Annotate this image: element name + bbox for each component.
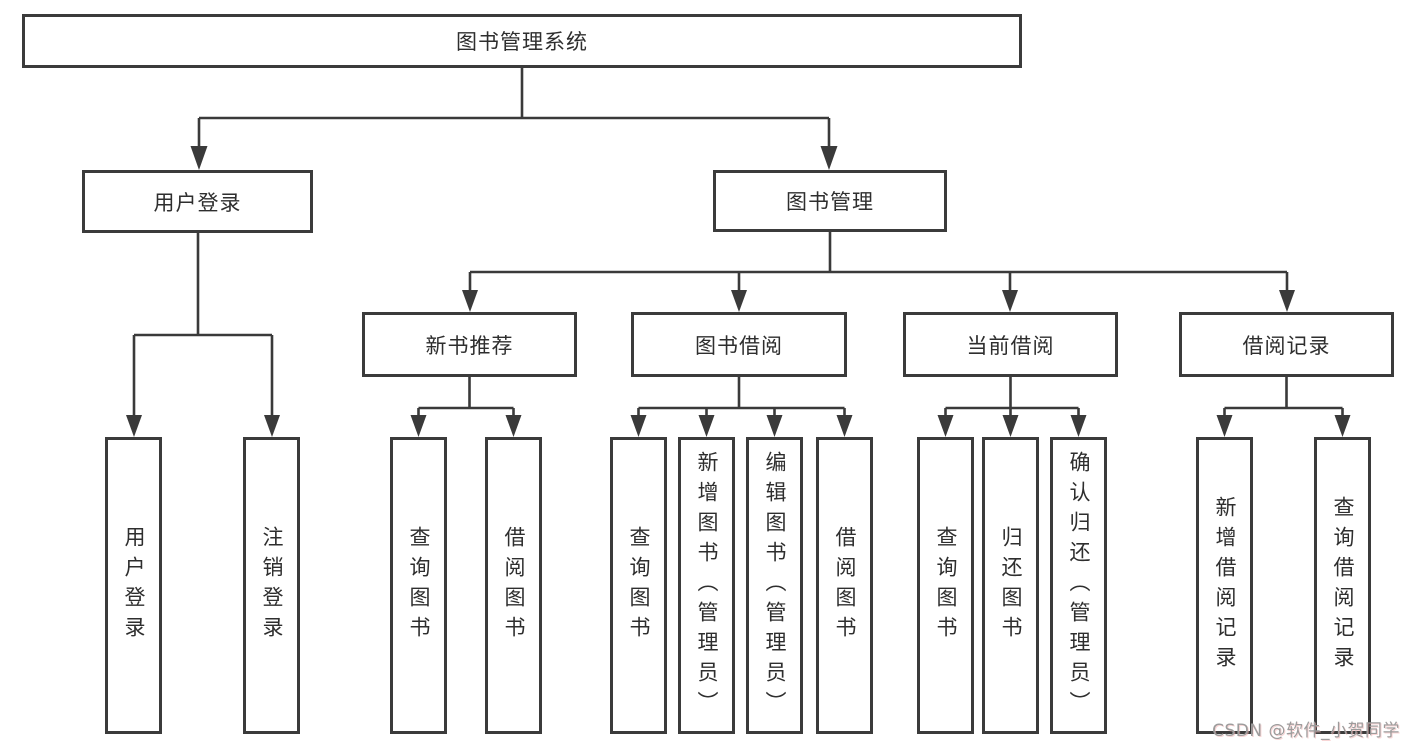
leaf-cb-confirm-return-admin-label: 确认归还（管理员）	[1067, 450, 1091, 721]
node-user-login-label: 用户登录	[153, 190, 242, 215]
leaf-bb-add-books-admin: 新增图书（管理员）	[678, 437, 735, 734]
leaf-bb-edit-books-admin: 编辑图书（管理员）	[746, 437, 803, 734]
leaf-nbr-borrow-books: 借阅图书	[485, 437, 542, 734]
leaf-cb-confirm-return-admin: 确认归还（管理员）	[1050, 437, 1107, 734]
leaf-cb-return-books: 归还图书	[982, 437, 1039, 734]
leaf-bb-borrow-books-label: 借阅图书	[833, 525, 857, 646]
leaf-bb-borrow-books: 借阅图书	[816, 437, 873, 734]
node-current-borrow: 当前借阅	[903, 312, 1118, 377]
leaf-nbr-query-books-label: 查询图书	[407, 525, 431, 646]
node-root: 图书管理系统	[22, 14, 1022, 68]
leaf-br-query-record: 查询借阅记录	[1314, 437, 1371, 734]
node-borrow-records: 借阅记录	[1179, 312, 1394, 377]
node-book-management: 图书管理	[713, 170, 947, 232]
leaf-logout-label: 注销登录	[260, 525, 284, 646]
leaf-nbr-borrow-books-label: 借阅图书	[502, 525, 526, 646]
node-book-management-label: 图书管理	[786, 190, 874, 214]
node-root-label: 图书管理系统	[456, 30, 588, 54]
leaf-user-login-label: 用户登录	[122, 525, 146, 646]
node-book-borrow: 图书借阅	[631, 312, 847, 377]
connector-path	[132, 68, 1344, 420]
node-user-login: 用户登录	[82, 170, 313, 233]
leaf-br-add-record: 新增借阅记录	[1196, 437, 1253, 734]
leaf-bb-query-books: 查询图书	[610, 437, 667, 734]
leaf-cb-query-books: 查询图书	[917, 437, 974, 734]
leaf-nbr-query-books: 查询图书	[390, 437, 447, 734]
node-new-book-recommend-label: 新书推荐	[425, 333, 514, 358]
leaf-cb-return-books-label: 归还图书	[999, 525, 1023, 646]
leaf-bb-add-books-admin-label: 新增图书（管理员）	[695, 450, 719, 721]
node-new-book-recommend: 新书推荐	[362, 312, 577, 377]
leaf-bb-edit-books-admin-label: 编辑图书（管理员）	[763, 450, 787, 721]
leaf-logout: 注销登录	[243, 437, 300, 734]
leaf-bb-query-books-label: 查询图书	[627, 525, 651, 646]
node-borrow-records-label: 借阅记录	[1242, 333, 1331, 358]
arrowheads	[126, 146, 1351, 437]
leaf-br-add-record-label: 新增借阅记录	[1213, 495, 1237, 676]
leaf-user-login: 用户登录	[105, 437, 162, 734]
leaf-br-query-record-label: 查询借阅记录	[1331, 495, 1355, 676]
node-book-borrow-label: 图书借阅	[695, 333, 783, 358]
leaf-cb-query-books-label: 查询图书	[934, 525, 958, 646]
watermark: CSDN @软件_小贺同学	[1212, 721, 1400, 741]
node-current-borrow-label: 当前借阅	[966, 333, 1055, 358]
